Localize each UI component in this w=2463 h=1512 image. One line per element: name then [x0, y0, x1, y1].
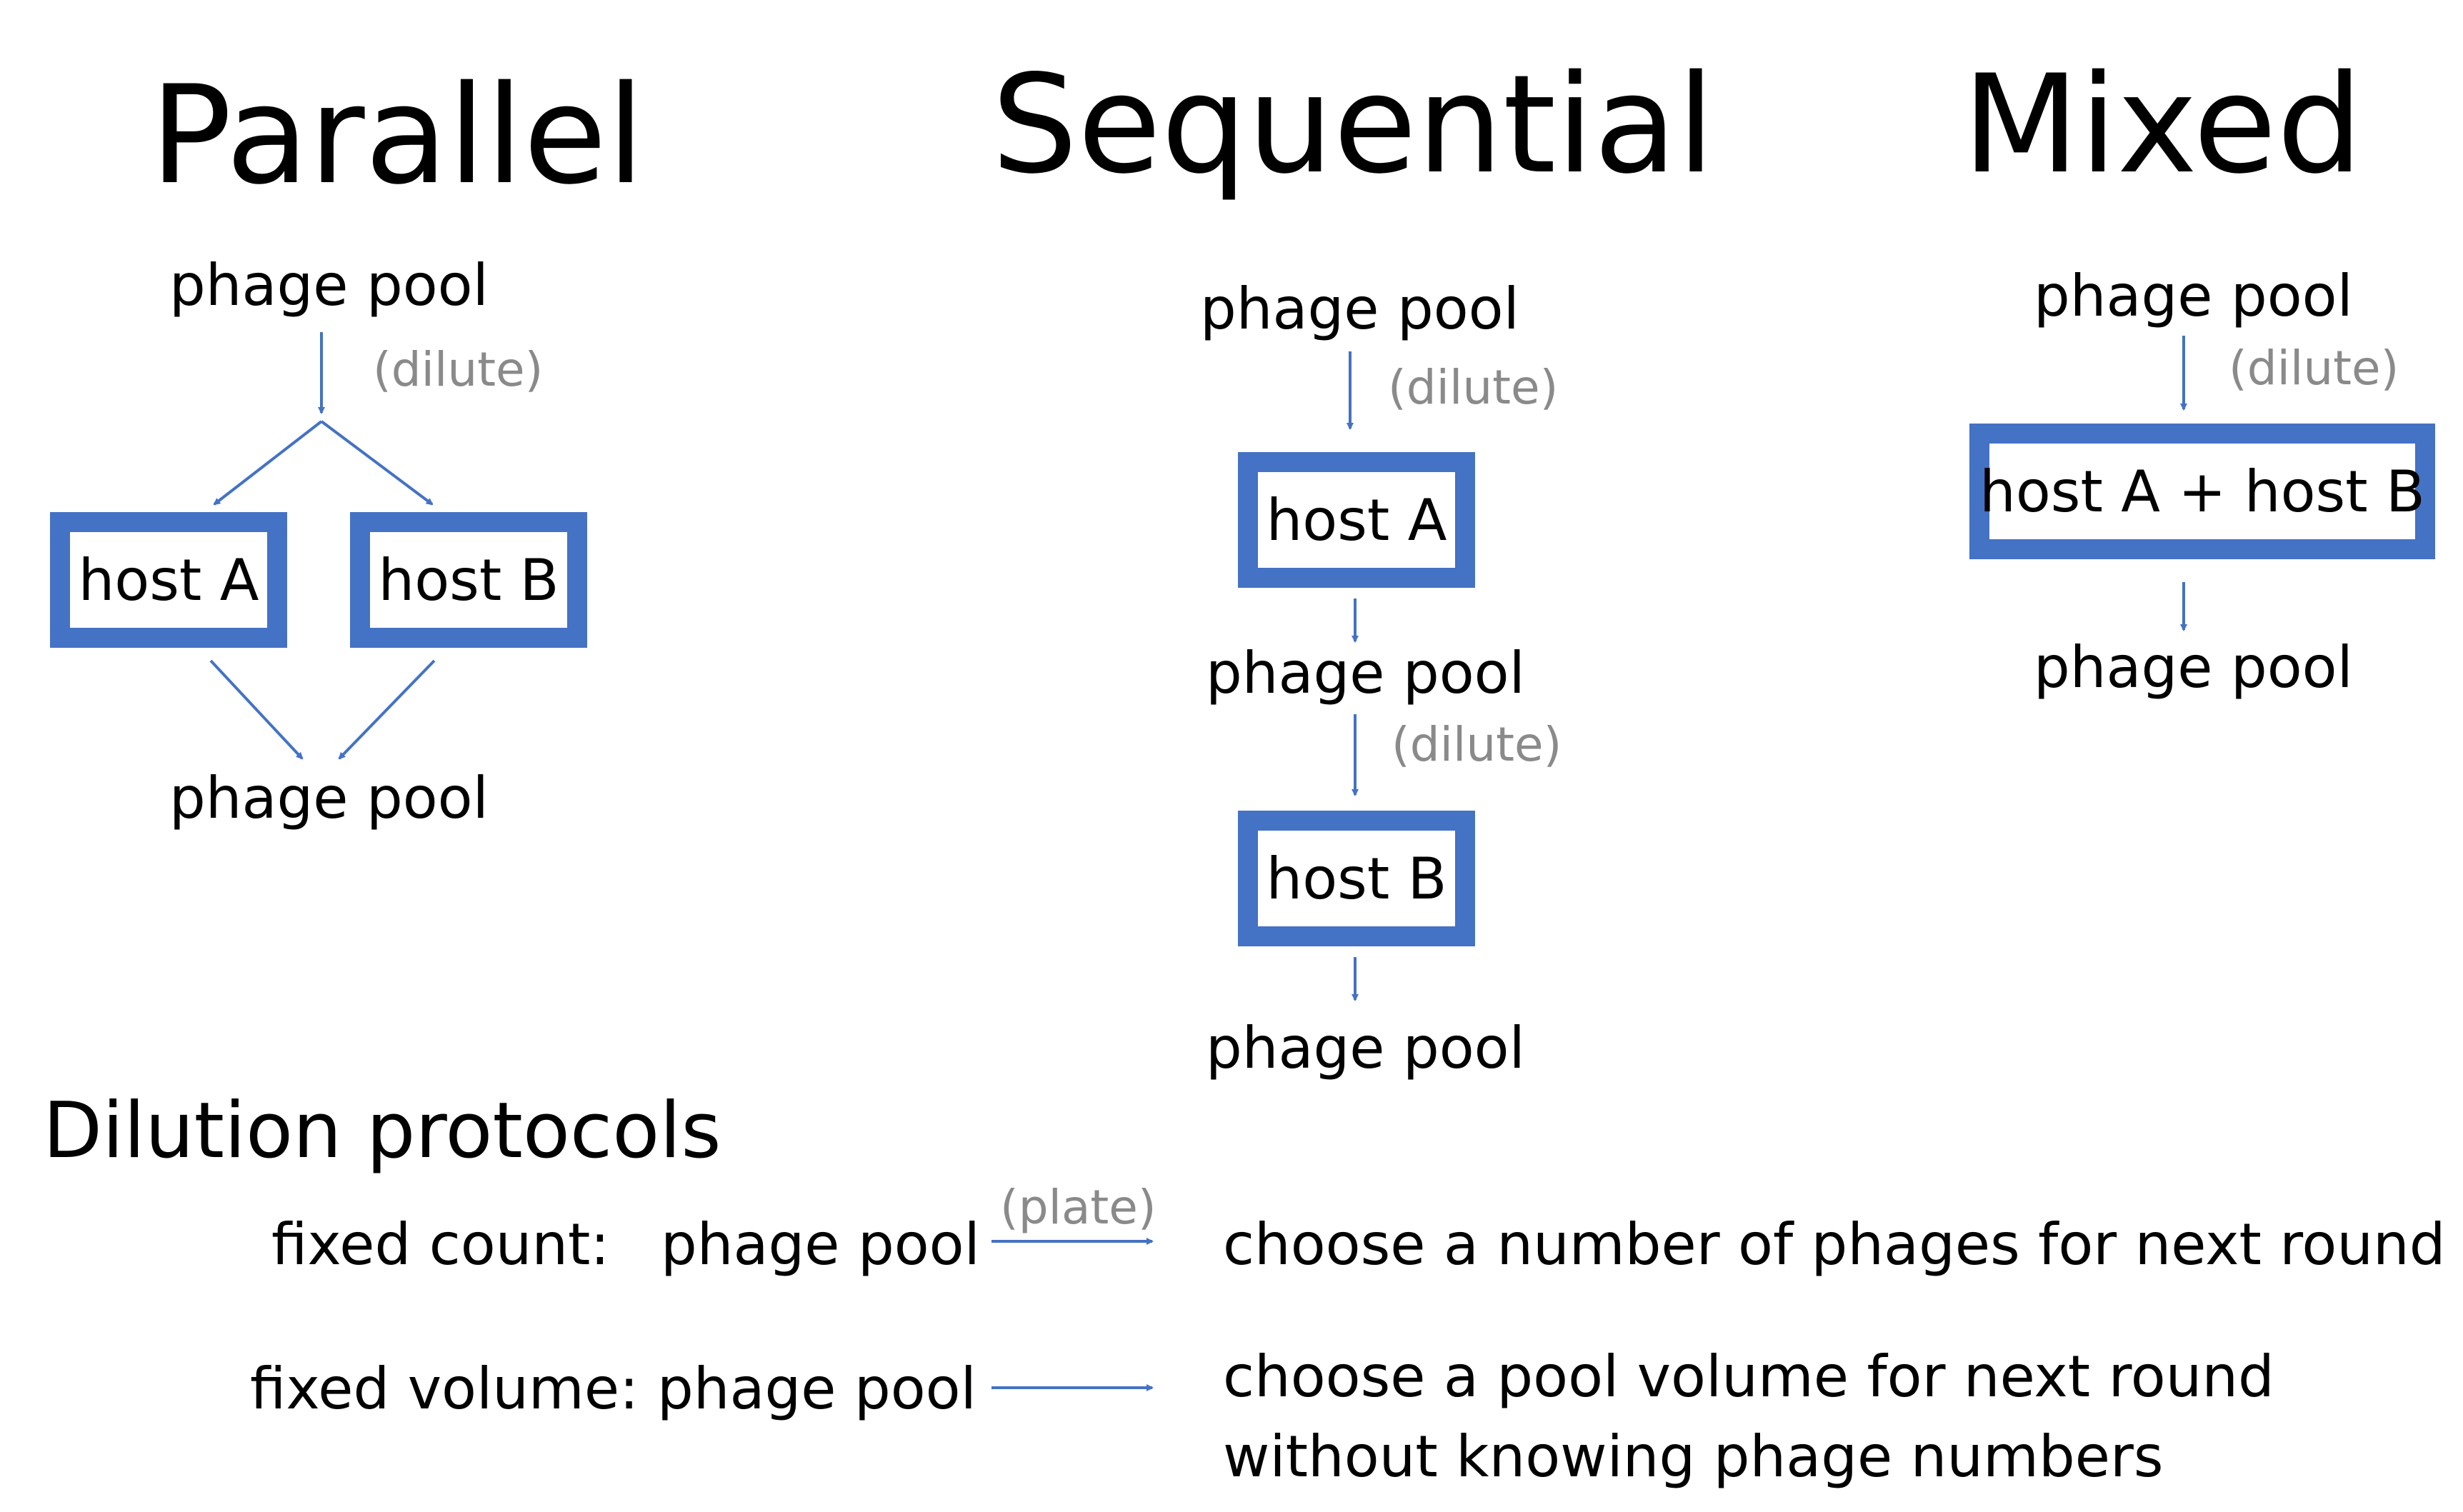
fixed-count-pool: phage pool	[661, 1211, 980, 1278]
sequential-host-b-box: host B	[1238, 811, 1475, 946]
mixed-host-ab-box: host A + host B	[1969, 424, 2435, 559]
parallel-host-a-box: host A	[50, 512, 287, 648]
sequential-title: Sequential	[991, 46, 1715, 204]
fixed-volume-description-line2: without knowing phage numbers	[1223, 1423, 2164, 1490]
parallel-pool-top: phage pool	[169, 252, 489, 319]
parallel-arrow-merge-a	[209, 659, 304, 760]
sequential-pool-1: phage pool	[1200, 276, 1519, 342]
mixed-title: Mixed	[1962, 46, 2363, 204]
mixed-pool-bottom: phage pool	[2034, 634, 2353, 701]
dilution-heading: Dilution protocols	[43, 1086, 721, 1176]
fixed-count-label: fixed count:	[271, 1211, 610, 1278]
fixed-count-description: choose a number of phages for next round	[1223, 1211, 2446, 1278]
fixed-count-arrow-label: (plate)	[1000, 1180, 1156, 1235]
sequential-pool-2: phage pool	[1206, 640, 1525, 706]
mixed-pool-top: phage pool	[2034, 263, 2353, 329]
fixed-volume-label: fixed volume:	[250, 1356, 639, 1422]
parallel-arrow-merge-b	[338, 659, 436, 760]
sequential-pool-3: phage pool	[1206, 1015, 1525, 1081]
fixed-volume-description-line1: choose a pool volume for next round	[1223, 1343, 2274, 1410]
sequential-host-a-box: host A	[1238, 452, 1475, 588]
parallel-arrow-split-a	[213, 420, 323, 506]
parallel-dilute-label: (dilute)	[373, 342, 544, 397]
fixed-volume-pool: phage pool	[657, 1356, 976, 1422]
parallel-arrow-split-b	[320, 420, 434, 506]
mixed-dilute-label: (dilute)	[2229, 341, 2399, 396]
parallel-pool-bottom: phage pool	[169, 765, 489, 831]
sequential-dilute-1: (dilute)	[1388, 360, 1559, 415]
parallel-host-b-box: host B	[350, 512, 587, 648]
parallel-title: Parallel	[150, 56, 645, 214]
sequential-dilute-2: (dilute)	[1392, 717, 1562, 772]
